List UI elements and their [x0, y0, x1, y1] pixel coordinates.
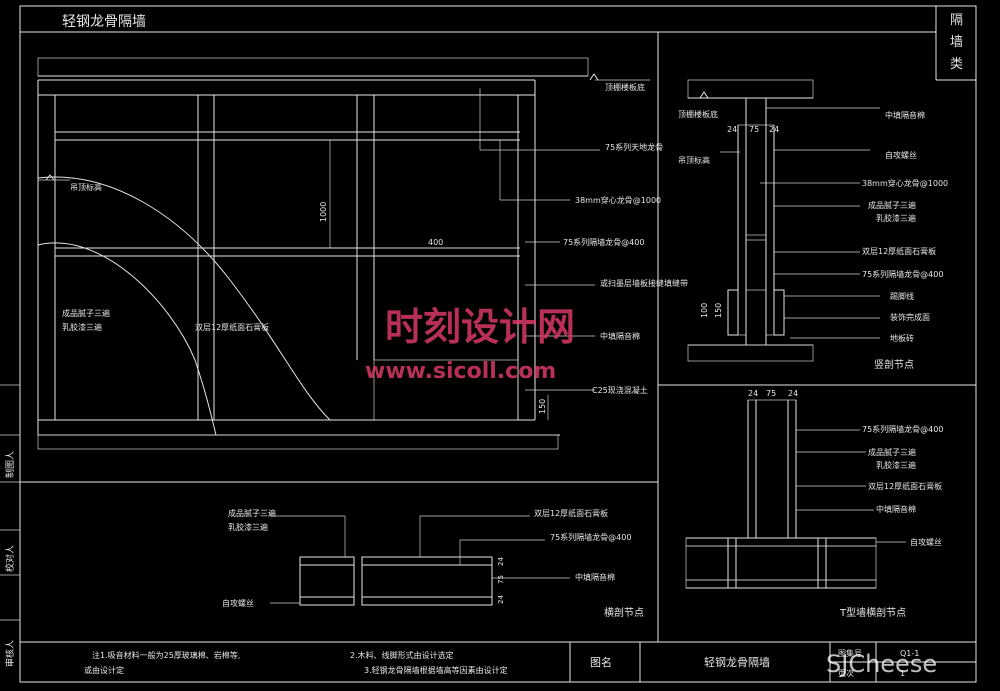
main-elevation: 1000 400 150 顶棚楼板底 75系列天地龙骨 38mm穿心龙骨@100…: [37, 57, 688, 450]
svg-text:75系列天地龙骨: 75系列天地龙骨: [605, 142, 663, 152]
svg-text:24: 24: [497, 557, 505, 566]
svg-text:双层12厚纸面石膏板: 双层12厚纸面石膏板: [195, 322, 269, 332]
svg-text:3.轻钢龙骨隔墙根据墙高等因素由设计定: 3.轻钢龙骨隔墙根据墙高等因素由设计定: [364, 665, 508, 675]
svg-text:乳胶漆三遍: 乳胶漆三遍: [62, 322, 102, 332]
svg-text:75: 75: [497, 575, 505, 584]
svg-text:乳胶漆三遍: 乳胶漆三遍: [876, 213, 916, 223]
svg-text:75系列隔墙龙骨@400: 75系列隔墙龙骨@400: [862, 269, 943, 279]
svg-text:38mm穿心龙骨@1000: 38mm穿心龙骨@1000: [862, 178, 948, 188]
svg-text:自攻螺丝: 自攻螺丝: [910, 537, 942, 547]
svg-text:地板砖: 地板砖: [890, 333, 914, 343]
svg-text:24: 24: [788, 389, 798, 398]
svg-text:隔: 隔: [950, 13, 963, 28]
svg-text:75: 75: [766, 389, 776, 398]
svg-text:Q1-1: Q1-1: [900, 649, 919, 658]
svg-text:www.sicoll.com: www.sicoll.com: [365, 359, 556, 384]
horizontal-section: 24 75 24 成品腻子三遍 乳胶漆三遍 双层12厚纸面石膏板 75系列隔墙龙…: [222, 508, 644, 619]
svg-text:SJCheese: SJCheese: [826, 650, 937, 678]
svg-text:75: 75: [749, 125, 759, 134]
svg-text:制图人: 制图人: [4, 451, 16, 478]
svg-text:2.木料、线脚形式由设计选定: 2.木料、线脚形式由设计选定: [350, 650, 454, 660]
svg-text:页次: 页次: [838, 668, 854, 678]
svg-text:75系列隔墙龙骨@400: 75系列隔墙龙骨@400: [862, 424, 943, 434]
svg-text:自攻螺丝: 自攻螺丝: [222, 598, 254, 608]
svg-text:中填隔音棉: 中填隔音棉: [600, 331, 640, 341]
svg-text:24: 24: [727, 125, 737, 134]
notes: 注1.吸音材料一般为25厚玻璃棉、岩棉等, 或由设计定 2.木料、线脚形式由设计…: [84, 650, 508, 675]
side-labels: 制图人 校对人 审核人: [4, 451, 16, 667]
svg-text:装饰完成面: 装饰完成面: [890, 312, 930, 322]
svg-text:图名: 图名: [590, 655, 612, 669]
svg-text:自攻螺丝: 自攻螺丝: [885, 150, 917, 160]
svg-text:100: 100: [700, 303, 709, 318]
svg-text:400: 400: [428, 238, 443, 247]
svg-text:图集号: 图集号: [838, 648, 862, 658]
horizontal-section-title: 横剖节点: [604, 606, 644, 619]
svg-text:墙: 墙: [950, 35, 963, 50]
svg-text:顶棚楼板底: 顶棚楼板底: [678, 109, 718, 119]
sheet-frame: [0, 5, 977, 683]
svg-text:吊顶标高: 吊顶标高: [70, 182, 102, 192]
svg-text:150: 150: [714, 303, 723, 318]
svg-text:75系列隔墙龙骨@400: 75系列隔墙龙骨@400: [563, 237, 644, 247]
svg-text:C25现浇混凝土: C25现浇混凝土: [592, 385, 648, 395]
svg-text:成品腻子三遍: 成品腻子三遍: [868, 200, 916, 210]
svg-text:双层12厚纸面石膏板: 双层12厚纸面石膏板: [868, 481, 942, 491]
svg-text:成品腻子三遍: 成品腻子三遍: [868, 447, 916, 457]
svg-text:成品腻子三遍: 成品腻子三遍: [228, 508, 276, 518]
svg-text:时刻设计网: 时刻设计网: [385, 305, 575, 349]
svg-text:1: 1: [900, 669, 905, 678]
svg-text:24: 24: [769, 125, 779, 134]
svg-text:1000: 1000: [319, 202, 328, 222]
svg-text:成品腻子三遍: 成品腻子三遍: [62, 308, 110, 318]
svg-text:中填隔音棉: 中填隔音棉: [575, 572, 615, 582]
svg-text:顶棚楼板底: 顶棚楼板底: [605, 82, 645, 92]
vertical-section: 24 75 24 100 150 顶棚楼板底 吊顶标高 中填隔音棉 自攻螺丝 3…: [678, 79, 948, 371]
svg-text:吊顶标高: 吊顶标高: [678, 155, 710, 165]
vertical-section-title: 竖剖节点: [874, 358, 914, 371]
svg-text:75系列隔墙龙骨@400: 75系列隔墙龙骨@400: [550, 532, 631, 542]
svg-text:或由设计定: 或由设计定: [84, 665, 124, 675]
svg-text:中填隔音棉: 中填隔音棉: [885, 110, 925, 120]
svg-text:24: 24: [497, 595, 505, 604]
t-section-title: T型墙横剖节点: [839, 606, 906, 619]
svg-text:150: 150: [538, 399, 547, 414]
titleblock: 图名 轻钢龙骨隔墙 图集号 Q1-1 页次 1: [590, 648, 919, 678]
svg-text:双层12厚纸面石膏板: 双层12厚纸面石膏板: [862, 246, 936, 256]
svg-text:踢脚线: 踢脚线: [890, 291, 914, 301]
svg-text:乳胶漆三遍: 乳胶漆三遍: [876, 460, 916, 470]
svg-text:注1.吸音材料一般为25厚玻璃棉、岩棉等,: 注1.吸音材料一般为25厚玻璃棉、岩棉等,: [92, 650, 240, 660]
svg-text:双层12厚纸面石膏板: 双层12厚纸面石膏板: [534, 508, 608, 518]
svg-text:或扫墨层墙板接缝填缝带: 或扫墨层墙板接缝填缝带: [600, 278, 688, 288]
svg-text:乳胶漆三遍: 乳胶漆三遍: [228, 522, 268, 532]
t-section: 24 75 24 75系列隔墙龙骨@400 成品腻子三遍 乳胶漆三遍 双层12厚…: [685, 389, 943, 619]
svg-text:中填隔音棉: 中填隔音棉: [876, 504, 916, 514]
category-vertical: 隔 墙 类: [950, 13, 963, 72]
watermark: 时刻设计网 www.sicoll.com SJCheese: [365, 305, 937, 678]
svg-text:轻钢龙骨隔墙: 轻钢龙骨隔墙: [704, 655, 770, 669]
svg-text:类: 类: [950, 57, 963, 72]
svg-text:审核人: 审核人: [4, 640, 16, 667]
svg-text:24: 24: [748, 389, 758, 398]
svg-text:校对人: 校对人: [4, 545, 16, 572]
sheet-title: 轻钢龙骨隔墙: [62, 14, 146, 30]
svg-text:38mm穿心龙骨@1000: 38mm穿心龙骨@1000: [575, 195, 661, 205]
